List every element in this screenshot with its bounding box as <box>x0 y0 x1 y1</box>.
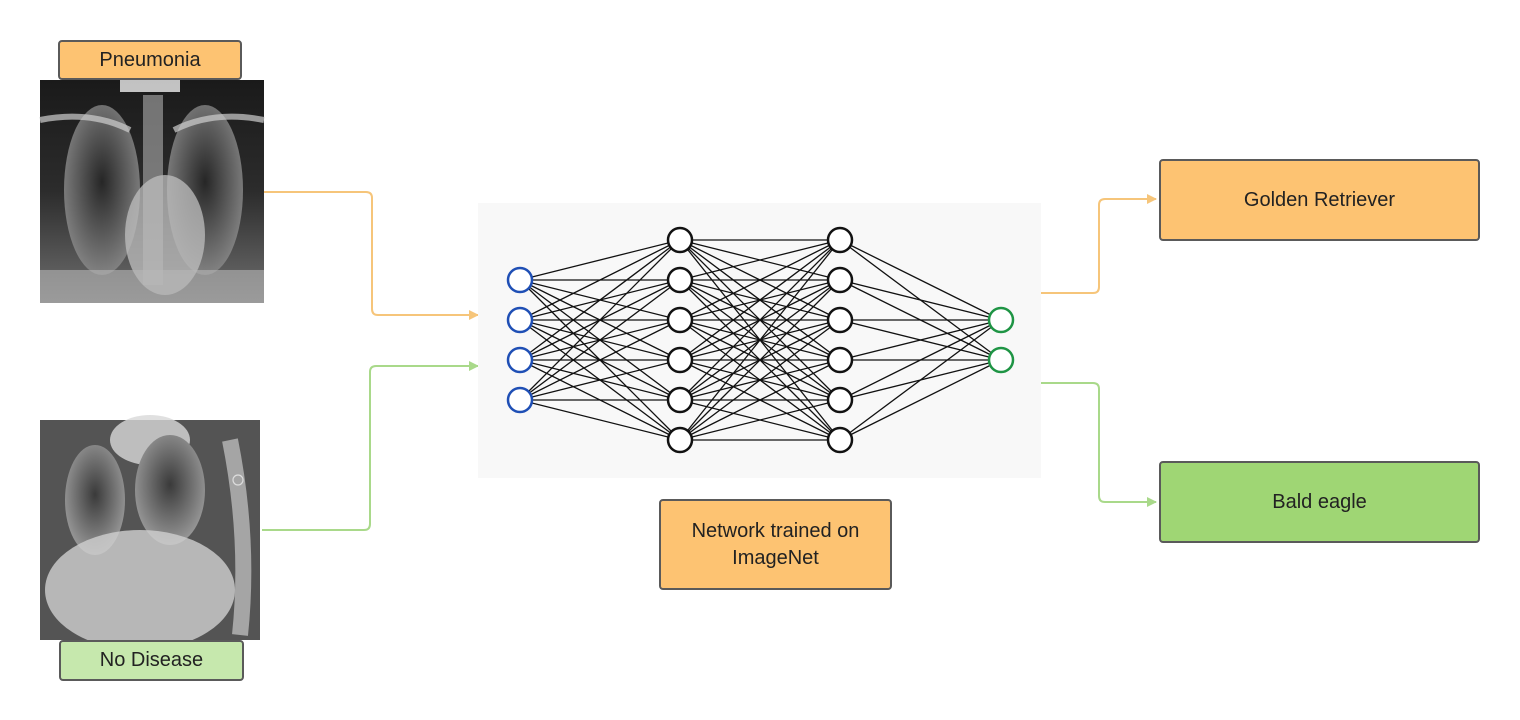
network-edge <box>839 239 1002 321</box>
hidden-node <box>666 226 694 254</box>
arrow-no-disease-to-network <box>262 361 479 531</box>
hidden-node <box>826 266 854 294</box>
network-edge <box>679 239 841 281</box>
network-edge <box>679 279 841 441</box>
label-pneumonia-text: Pneumonia <box>99 48 201 71</box>
network-edge <box>519 279 681 401</box>
network-edge <box>679 239 841 401</box>
network-edge <box>839 319 1002 441</box>
network-edge <box>519 399 681 441</box>
network-caption: Network trained on ImageNet <box>659 499 892 590</box>
network-edge <box>679 239 841 441</box>
input-node <box>506 266 534 294</box>
label-pneumonia: Pneumonia <box>58 40 242 80</box>
hidden-node <box>826 426 854 454</box>
xray-image-no-disease <box>40 415 260 650</box>
output-bald-eagle-text: Bald eagle <box>1272 490 1367 513</box>
network-edge <box>679 399 841 441</box>
network-edge <box>519 359 681 401</box>
input-node <box>506 306 534 334</box>
network-edge <box>519 239 681 401</box>
output-golden-retriever-text: Golden Retriever <box>1243 188 1396 211</box>
xray-image-pneumonia <box>39 80 265 303</box>
arrow-pneumonia-to-network <box>264 191 479 320</box>
output-bald-eagle: Bald eagle <box>1159 461 1480 543</box>
output-node <box>987 346 1015 374</box>
hidden-node <box>666 426 694 454</box>
label-no-disease-text: No Disease <box>99 649 204 671</box>
arrow-network-to-golden-retriever <box>1041 194 1157 294</box>
network-edge <box>679 319 841 441</box>
arrow-network-to-bald-eagle <box>1041 382 1157 507</box>
hidden-node <box>666 266 694 294</box>
hidden-node <box>826 226 854 254</box>
hidden-node <box>826 386 854 414</box>
input-node <box>506 386 534 414</box>
network-edge <box>839 319 1002 361</box>
hidden-node <box>666 306 694 334</box>
network-edge <box>679 239 841 361</box>
network-edge <box>839 319 1002 401</box>
network-edge <box>519 319 681 401</box>
network-nodes <box>506 226 1015 454</box>
network-caption-line2: ImageNet <box>732 546 819 569</box>
hidden-node <box>666 386 694 414</box>
output-node <box>987 306 1015 334</box>
network-edge <box>679 239 841 321</box>
network-edge <box>519 239 681 361</box>
hidden-node <box>666 346 694 374</box>
output-golden-retriever: Golden Retriever <box>1159 159 1480 241</box>
hidden-node <box>826 346 854 374</box>
network-edge <box>519 239 681 281</box>
hidden-node <box>826 306 854 334</box>
network-edge <box>519 239 681 321</box>
network-edge <box>839 279 1002 321</box>
input-node <box>506 346 534 374</box>
network-edge <box>679 359 841 441</box>
network-edge <box>839 359 1002 441</box>
network-edges <box>519 239 1002 441</box>
network-caption-line1: Network trained on <box>691 519 860 542</box>
label-no-disease: No Disease <box>59 640 244 681</box>
